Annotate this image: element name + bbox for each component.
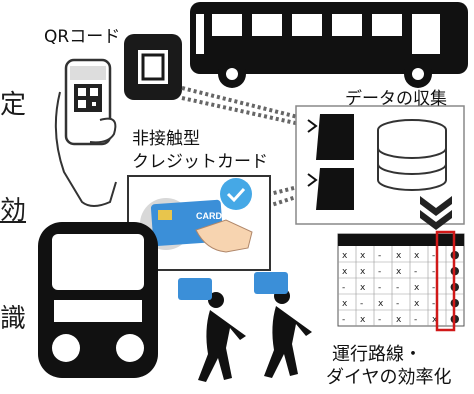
edge-char-1: 定 (0, 90, 27, 120)
table-cell-mark: x (360, 315, 366, 325)
passenger-icon (178, 272, 312, 382)
chevron-down-icon (420, 196, 452, 230)
table-cell-mark: - (432, 251, 435, 261)
table-cell-mark: - (378, 251, 381, 261)
table-cell-mark: x (396, 251, 402, 261)
table-cell-mark: - (378, 315, 381, 325)
table-cell-mark: x (414, 283, 420, 293)
table-cell-mark: x (360, 267, 366, 277)
table-cell-mark: x (414, 299, 420, 309)
table-cell-mark: x (342, 251, 348, 261)
data-collection-box (295, 105, 465, 225)
table-cell-mark: - (360, 299, 363, 309)
label-route-2: ダイヤの効率化 (326, 367, 452, 388)
card-reader-icon (127, 175, 271, 271)
table-cell-mark: x (360, 251, 366, 261)
table-cell-mark: x (396, 315, 402, 325)
table-cell-mark: x (432, 315, 438, 325)
table-cell-mark: - (342, 283, 345, 293)
edge-char-3: 識 (0, 304, 27, 334)
label-route-1: 運行路線・ (332, 344, 422, 365)
table-cell-mark: x (414, 251, 420, 261)
label-data-collection: データの収集 (345, 89, 447, 109)
table-cell-mark: - (432, 299, 435, 309)
table-cell-mark: - (414, 267, 417, 277)
edge-char-2: 効 (0, 196, 27, 226)
table-cell-mark: - (432, 267, 435, 277)
qr-reader-icon (124, 34, 182, 100)
table-cell-mark: x (360, 283, 366, 293)
table-cell-mark: x (378, 299, 384, 309)
table-cell-mark: x (342, 267, 348, 277)
table-cell-mark: - (432, 283, 435, 293)
phone-qr-icon (54, 58, 117, 207)
label-contactless-1: 非接触型 (132, 129, 200, 149)
label-qr-code: QRコード (44, 27, 121, 47)
table-cell-mark: - (396, 283, 399, 293)
table-cell-mark: x (342, 299, 348, 309)
bus-top-icon (190, 2, 468, 88)
table-cell-mark: - (342, 315, 345, 325)
label-contactless-2: クレジットカード (132, 152, 268, 172)
table-cell-mark: - (378, 267, 381, 277)
card-label: CARD (196, 211, 222, 221)
table-cell-mark: - (396, 299, 399, 309)
table-cell-mark: - (414, 315, 417, 325)
bus-front-icon (38, 222, 158, 378)
table-cell-mark: - (378, 283, 381, 293)
database-icon (377, 119, 447, 191)
table-cell-mark: x (396, 267, 402, 277)
